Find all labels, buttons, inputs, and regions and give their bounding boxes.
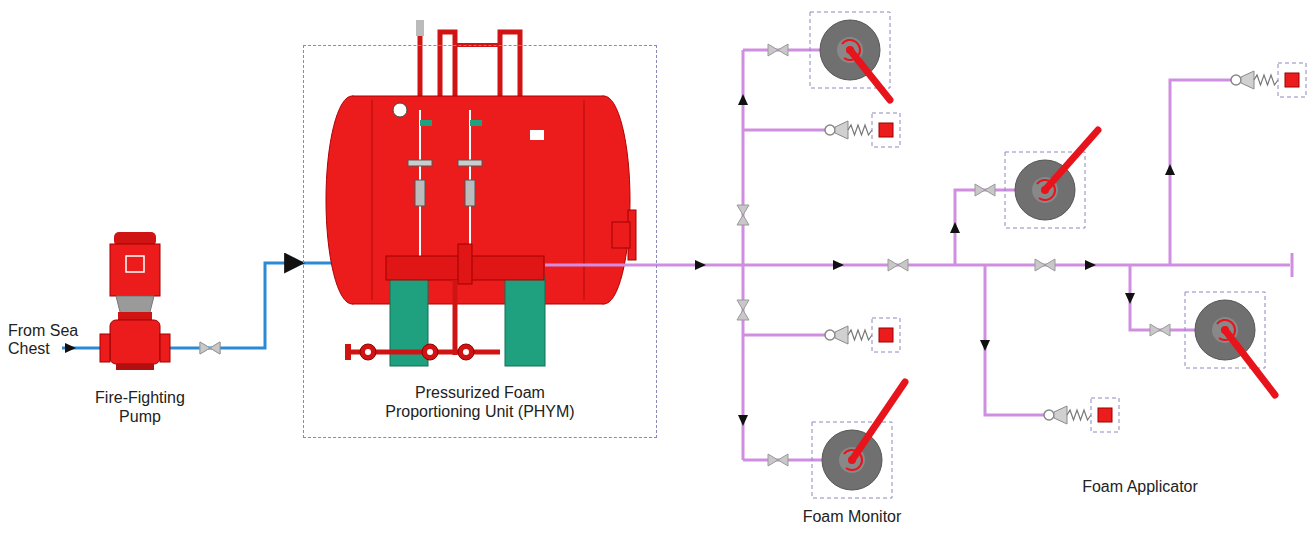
foam-applicator-symbol bbox=[1231, 71, 1299, 89]
valve-symbol bbox=[768, 454, 788, 466]
foam-monitor-symbol bbox=[1195, 300, 1275, 395]
foam-applicator-symbol bbox=[1044, 406, 1112, 424]
node-label: Pressurized Foam Proportioning Unit (PHY… bbox=[304, 383, 656, 421]
flow-arrow bbox=[65, 343, 76, 353]
equipment-outline bbox=[1185, 292, 1265, 368]
foam-applicator-symbol bbox=[825, 121, 893, 139]
flow-arrow bbox=[833, 260, 844, 270]
equipment-outline bbox=[1091, 398, 1119, 432]
source-label: From Sea Chest bbox=[8, 322, 88, 358]
foam-monitor-symbol bbox=[820, 20, 890, 100]
proportioning-unit-box: Pressurized Foam Proportioning Unit (PHY… bbox=[303, 45, 657, 438]
flow-arrow bbox=[1165, 164, 1175, 175]
valve-symbol bbox=[1150, 324, 1170, 336]
valve-symbol bbox=[888, 259, 908, 271]
pipe bbox=[743, 334, 826, 337]
valve-symbol bbox=[737, 300, 749, 320]
flow-arrow bbox=[738, 415, 748, 426]
valve-symbol bbox=[1035, 259, 1055, 271]
valve-symbol bbox=[975, 184, 995, 196]
flow-arrow bbox=[695, 260, 706, 270]
pipe-end-cap bbox=[1291, 253, 1294, 277]
flow-arrow bbox=[950, 222, 960, 233]
equipment-label: Foam Applicator bbox=[1060, 478, 1220, 496]
foam-applicator-symbol bbox=[825, 326, 893, 344]
valve-symbol bbox=[737, 205, 749, 225]
equipment-outline bbox=[872, 318, 900, 352]
equipment-outline bbox=[872, 113, 900, 147]
flow-arrow bbox=[1125, 293, 1135, 304]
water-supply-pipe bbox=[200, 263, 303, 348]
pipe bbox=[742, 50, 745, 460]
equipment-outline bbox=[810, 12, 890, 88]
pipe bbox=[1170, 80, 1232, 265]
fire-fighting-pump-illustration bbox=[100, 232, 170, 370]
pipe bbox=[743, 129, 826, 132]
valve-symbol bbox=[768, 44, 788, 56]
foam-monitor-symbol bbox=[822, 382, 905, 490]
flow-arrow bbox=[980, 340, 990, 351]
equipment-outline bbox=[1278, 63, 1306, 97]
pipe bbox=[985, 265, 1045, 415]
foam-monitor-symbol bbox=[1015, 130, 1098, 220]
equipment-outline bbox=[812, 422, 892, 498]
valve-symbol bbox=[200, 342, 220, 354]
flow-arrow bbox=[1085, 260, 1096, 270]
pump-block: Fire-Fighting Pump bbox=[80, 230, 200, 430]
foam-tank-illustration bbox=[326, 20, 636, 366]
flow-arrow bbox=[738, 94, 748, 105]
valve-symbol bbox=[200, 342, 220, 354]
equipment-label: Foam Monitor bbox=[772, 508, 932, 526]
node-label: Fire-Fighting Pump bbox=[80, 388, 200, 426]
